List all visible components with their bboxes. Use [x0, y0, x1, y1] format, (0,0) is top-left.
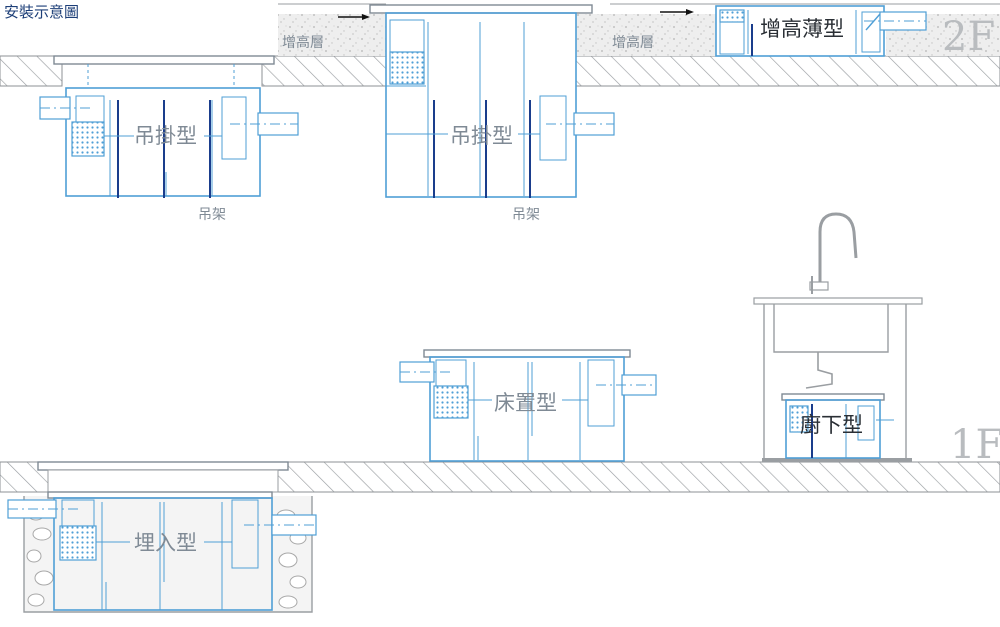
label-buried: 埋入型	[134, 531, 197, 555]
floor-label-2f: 2F	[942, 14, 995, 60]
upper-slab-right	[575, 55, 1000, 87]
label-hanging-right: 吊掛型	[450, 124, 513, 148]
flow-arrow-right	[660, 9, 694, 15]
hanging-tank-right	[369, 4, 615, 198]
under-sink-tank	[781, 393, 894, 459]
raised-layer-label-1: 增高層	[282, 34, 324, 51]
lower-slab-right	[271, 461, 1000, 493]
buried-tank	[7, 461, 317, 611]
label-under-sink: 廚下型	[800, 413, 863, 437]
flow-arrow-left	[338, 14, 370, 20]
hanging-tank-left	[39, 55, 299, 198]
raised-layer-1	[278, 14, 386, 56]
raised-layer-label-2: 增高層	[612, 34, 654, 51]
floor-label-1f: 1F	[950, 422, 1000, 468]
floor-tank	[399, 349, 657, 462]
label-raised-thin: 增高薄型	[760, 17, 844, 41]
upper-slab-left	[0, 55, 63, 87]
label-hanger-left: 吊架	[198, 207, 226, 223]
kitchen-sink	[753, 212, 923, 462]
label-floor-type: 床置型	[494, 391, 557, 415]
upper-slab-mid	[261, 55, 387, 87]
raised-thin-tank	[715, 5, 927, 57]
label-hanging-left: 吊掛型	[134, 124, 197, 148]
diagram-title: 安裝示意圖	[4, 3, 79, 21]
label-hanger-right: 吊架	[512, 207, 540, 223]
raised-layer-2	[576, 14, 716, 56]
